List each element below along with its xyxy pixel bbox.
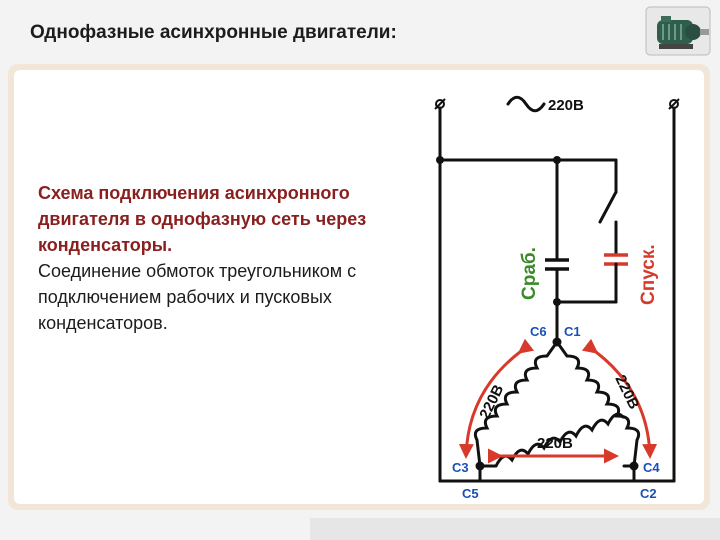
bottom-bar bbox=[310, 518, 720, 540]
arrow-right-winding bbox=[581, 338, 658, 459]
winding-bottom-voltage: 220В bbox=[537, 435, 573, 452]
run-capacitor-label: Cраб. bbox=[519, 247, 540, 300]
terminal-c6-label: С6 bbox=[530, 324, 547, 339]
switch-blade-icon bbox=[598, 190, 618, 224]
caption-block: Схема подключения асинхронного двигателя… bbox=[38, 180, 408, 336]
terminal-c3-label: С3 bbox=[452, 460, 469, 475]
terminal-c2-label: С2 bbox=[640, 486, 657, 501]
winding-left-voltage: 220В bbox=[476, 382, 507, 422]
supply-voltage-label: 220В bbox=[548, 97, 584, 114]
terminal-c4-label: С4 bbox=[643, 460, 660, 475]
caption-highlight: Схема подключения асинхронного двигателя… bbox=[38, 183, 367, 255]
ac-tilde-icon bbox=[506, 95, 546, 113]
page-title: Однофазные асинхронные двигатели: bbox=[30, 22, 397, 43]
terminal-c1-label: С1 bbox=[564, 324, 581, 339]
motor-logo-icon bbox=[645, 6, 711, 56]
arrow-left-winding bbox=[458, 338, 535, 459]
terminal-c5-label: С5 bbox=[462, 486, 479, 501]
start-capacitor-label: Cпуск. bbox=[638, 244, 659, 305]
caption-body: Соединение обмоток треугольником с подкл… bbox=[38, 261, 357, 333]
